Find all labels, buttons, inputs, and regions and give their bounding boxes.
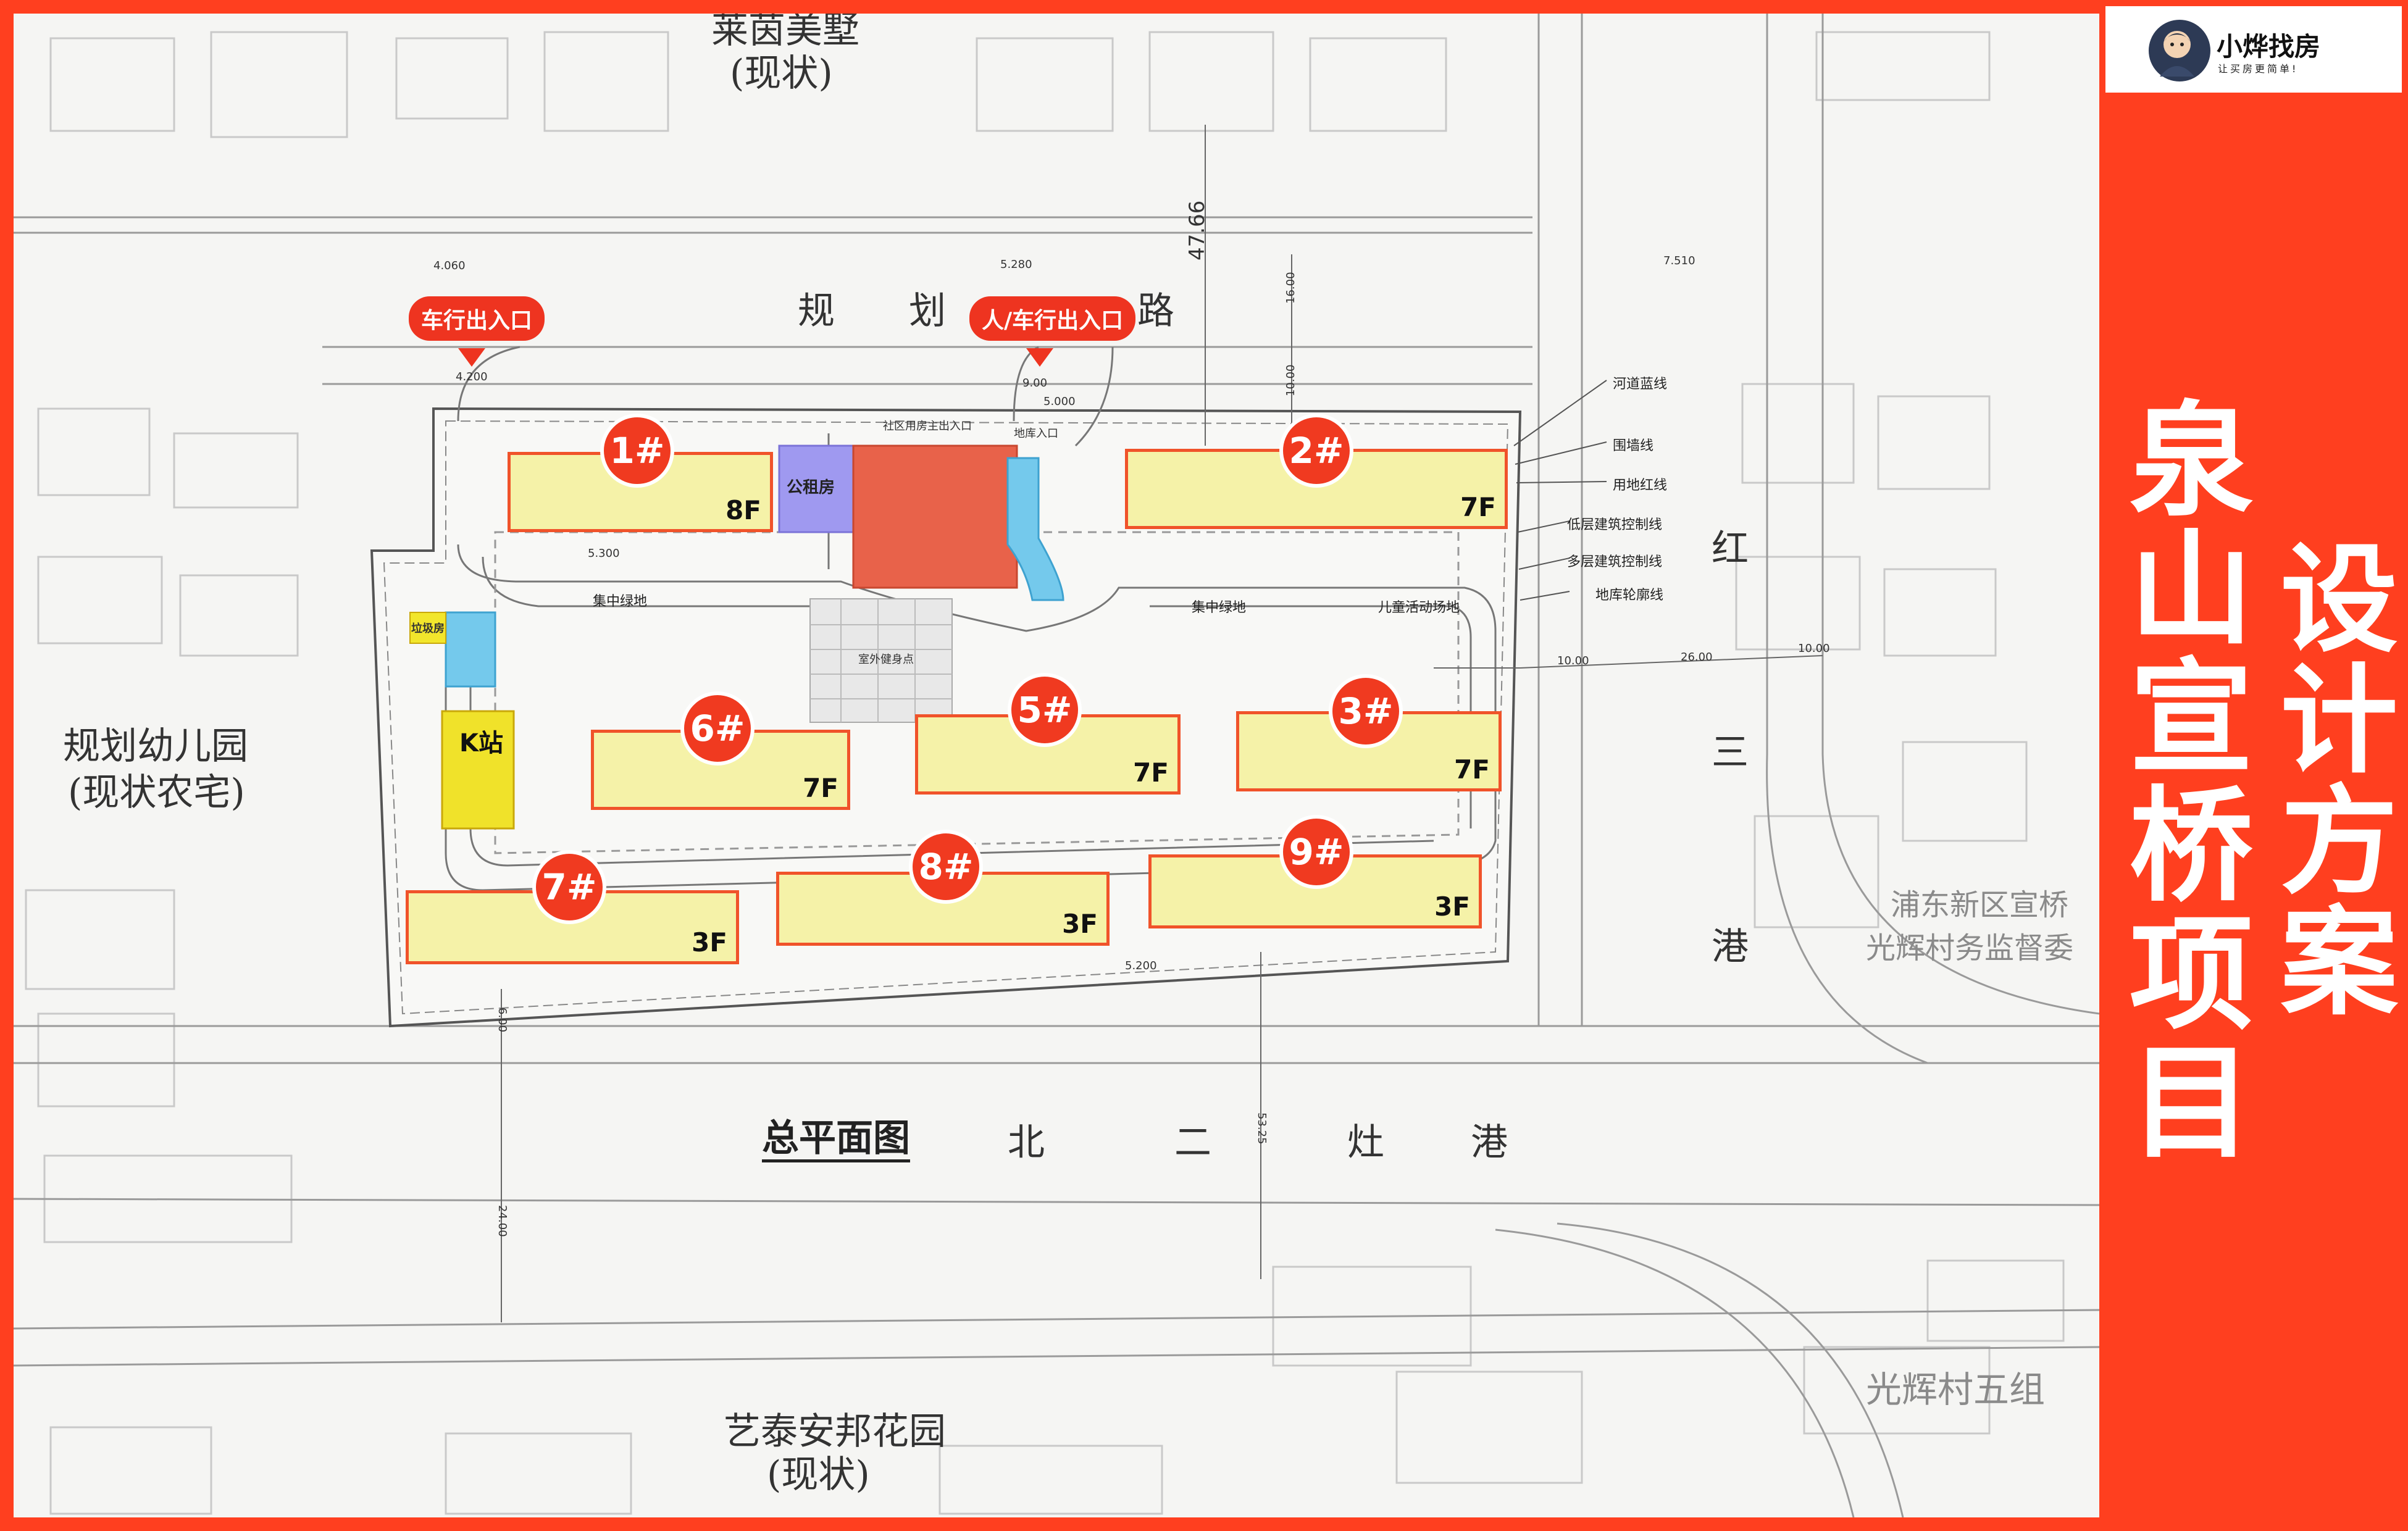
garbage-room-label: 垃圾房 bbox=[411, 622, 445, 635]
west-neighbor-name: 规划幼儿园 bbox=[63, 725, 248, 768]
building-3-badge: 3# bbox=[1329, 674, 1403, 748]
legend-mid-rise-control: 多层建筑控制线 bbox=[1567, 554, 1663, 570]
building-2-floors: 7F bbox=[1460, 492, 1496, 522]
garbage-ramp bbox=[445, 611, 496, 688]
legend-low-rise-control: 低层建筑控制线 bbox=[1567, 517, 1663, 533]
pedestrian-vehicle-entrance-pointer bbox=[1026, 348, 1053, 367]
project-subtitle: 设计方案 bbox=[2260, 537, 2397, 1021]
north-neighbor-status: (现状) bbox=[730, 52, 833, 95]
building-1-floors: 8F bbox=[725, 495, 761, 525]
k-station-label: K站 bbox=[459, 729, 503, 757]
building-7-floors: 3F bbox=[692, 927, 727, 957]
north-road-char-2: 划 bbox=[909, 290, 946, 333]
south-river-char-1: 北 bbox=[1008, 1121, 1045, 1164]
south-river-char-4: 港 bbox=[1471, 1121, 1508, 1164]
dim-5280: 5.280 bbox=[1000, 258, 1032, 271]
building-7-badge: 7# bbox=[532, 850, 606, 924]
east-river-char-1: 红 bbox=[1712, 527, 1749, 570]
dim-600: 6.00 bbox=[496, 1007, 509, 1033]
map-caption: 总平面图 bbox=[762, 1120, 910, 1162]
garage-ramp bbox=[1006, 457, 1064, 601]
dim-1600: 16.00 bbox=[1284, 272, 1297, 304]
building-6-floors: 7F bbox=[803, 773, 838, 803]
legend-garage-outline: 地库轮廓线 bbox=[1595, 588, 1664, 603]
building-2-badge: 2# bbox=[1279, 414, 1353, 488]
vehicle-entrance-callout: 车行出入口 bbox=[409, 296, 545, 341]
project-title: 泉山宣桥项目 bbox=[2108, 395, 2252, 1166]
dim-2400: 24.00 bbox=[496, 1205, 509, 1237]
south-neighbor-status: (现状) bbox=[767, 1453, 870, 1496]
south-neighbor-name: 艺泰安邦花园 bbox=[724, 1410, 946, 1453]
building-5-badge: 5# bbox=[1008, 673, 1082, 747]
dim-5200: 5.200 bbox=[1125, 959, 1157, 972]
south-river-char-3: 灶 bbox=[1347, 1121, 1384, 1164]
outdoor-fitness-label: 室外健身点 bbox=[858, 653, 914, 666]
pedestrian-vehicle-entrance-callout: 人/车行出入口 bbox=[969, 296, 1136, 341]
west-neighbor-status: (现状农宅) bbox=[68, 771, 245, 814]
mascot-avatar-icon bbox=[2146, 17, 2213, 84]
building-1-badge: 1# bbox=[600, 414, 674, 488]
legend-river-blue-line: 河道蓝线 bbox=[1613, 377, 1668, 392]
central-green-1-label: 集中绿地 bbox=[593, 594, 648, 609]
dim-5000: 5.000 bbox=[1043, 395, 1076, 408]
community-entrance-label: 社区用房主出入口 bbox=[883, 420, 972, 433]
building-9-floors: 3F bbox=[1434, 891, 1470, 922]
east-label-2: 光辉村务监督委 bbox=[1866, 931, 2074, 966]
east-river-char-2: 三 bbox=[1712, 731, 1749, 774]
site-plan-map: 莱茵美墅 (现状) 规 划 路 规划幼儿园 (现状农宅) 艺泰安邦花园 (现状)… bbox=[14, 14, 2099, 1517]
building-9-badge: 9# bbox=[1279, 815, 1353, 889]
k-station-block bbox=[441, 710, 515, 830]
dim-1000a: 10.00 bbox=[1284, 364, 1297, 396]
building-5-floors: 7F bbox=[1133, 757, 1169, 788]
north-road-char-1: 规 bbox=[798, 290, 835, 333]
south-river-char-2: 二 bbox=[1174, 1121, 1211, 1164]
garbage-room-block bbox=[409, 612, 446, 644]
brand-slogan: 让买房更简单! bbox=[2218, 63, 2299, 75]
legend-wall-line: 围墙线 bbox=[1613, 438, 1654, 454]
dim-9000: 9.00 bbox=[1022, 377, 1048, 390]
community-service-block bbox=[852, 444, 1018, 589]
dim-1000b: 10.00 bbox=[1557, 654, 1589, 667]
building-6-badge: 6# bbox=[680, 691, 755, 766]
building-8-badge: 8# bbox=[909, 830, 983, 904]
vehicle-entrance-pointer bbox=[458, 348, 485, 367]
dim-1000c: 10.00 bbox=[1798, 642, 1830, 655]
building-3-floors: 7F bbox=[1454, 754, 1490, 785]
east-label-1: 浦东新区宣桥 bbox=[1891, 888, 2069, 922]
dim-4060: 4.060 bbox=[433, 259, 466, 272]
north-road-char-4: 路 bbox=[1137, 290, 1174, 333]
brand-name: 小烨找房 bbox=[2217, 31, 2321, 62]
building-8-floors: 3F bbox=[1062, 909, 1098, 939]
east-river-char-3: 港 bbox=[1712, 925, 1749, 969]
dim-2600: 26.00 bbox=[1681, 651, 1713, 664]
dim-4766: 47.66 bbox=[1185, 200, 1210, 261]
dim-5300: 5.300 bbox=[588, 547, 620, 560]
legend-land-red-line: 用地红线 bbox=[1613, 478, 1668, 493]
children-area-label: 儿童活动场地 bbox=[1378, 600, 1460, 615]
central-green-2-label: 集中绿地 bbox=[1192, 600, 1247, 615]
dim-4200: 4.200 bbox=[456, 370, 488, 383]
garage-entrance-label: 地库入口 bbox=[1014, 427, 1058, 440]
east-label-3: 光辉村五组 bbox=[1866, 1369, 2046, 1411]
dim-5325: 53.25 bbox=[1255, 1112, 1268, 1145]
dim-7510: 7.510 bbox=[1663, 254, 1695, 267]
public-rental-label: 公租房 bbox=[787, 478, 835, 497]
north-neighbor-name: 莱茵美墅 bbox=[711, 14, 859, 52]
